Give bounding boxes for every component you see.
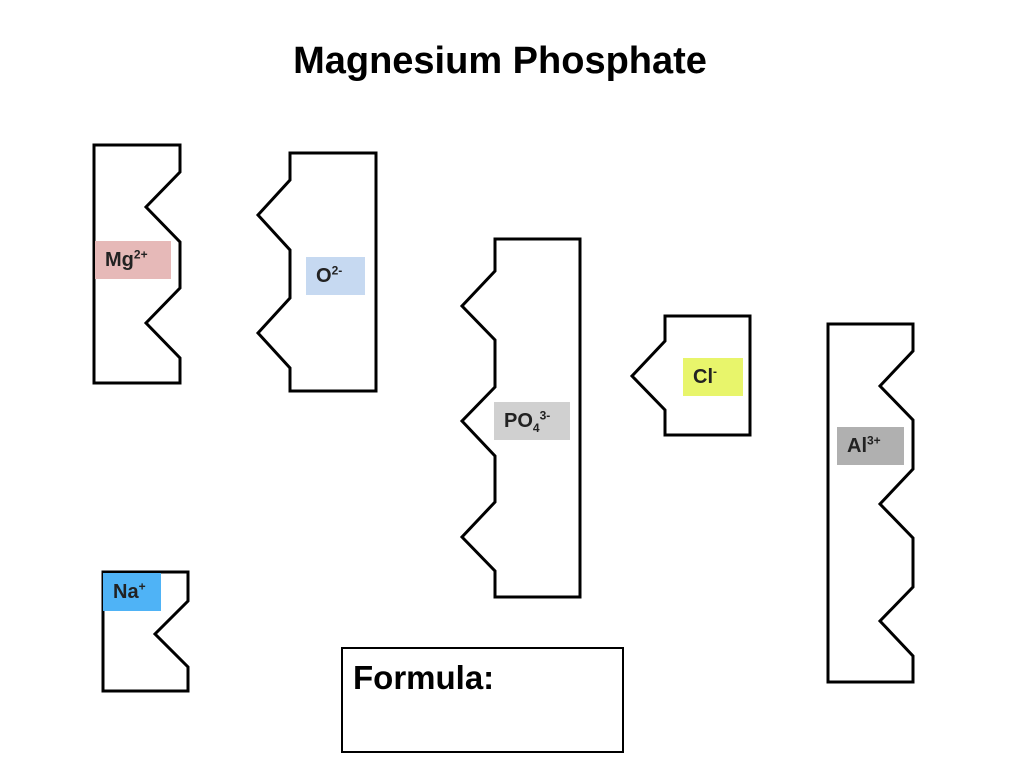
sodium-tile[interactable] — [101, 570, 190, 693]
magnesium-symbol: Mg — [105, 249, 134, 271]
aluminum-charge: 3+ — [867, 433, 881, 448]
sodium-charge: + — [138, 579, 146, 594]
sodium-ion-label: Na+ — [103, 573, 161, 611]
magnesium-charge: 2+ — [133, 247, 148, 262]
chloride-tile[interactable] — [629, 314, 752, 437]
formula-label: Formula: — [353, 659, 495, 696]
phosphate-subscript: 4 — [532, 421, 540, 435]
aluminum-ion-label: Al3+ — [837, 427, 904, 465]
aluminum-tile[interactable] — [826, 322, 915, 684]
formula-answer-box[interactable]: Formula: — [341, 647, 624, 753]
magnesium-tile[interactable] — [92, 143, 182, 385]
chloride-symbol: Cl — [693, 366, 713, 388]
phosphate-charge: 3- — [539, 408, 551, 423]
oxide-ion-label: O2- — [306, 257, 365, 295]
slide-title: Magnesium Phosphate — [293, 40, 707, 82]
oxide-symbol: O — [316, 265, 332, 287]
aluminum-symbol: Al — [847, 435, 867, 457]
magnesium-ion-label: Mg2+ — [95, 241, 171, 279]
oxide-tile[interactable] — [255, 151, 378, 393]
phosphate-ion-label: PO43- — [494, 402, 570, 440]
phosphate-symbol: PO — [504, 410, 533, 432]
chloride-ion-label: Cl- — [683, 358, 743, 396]
oxide-charge: 2- — [331, 263, 343, 278]
chloride-charge: - — [713, 364, 717, 379]
sodium-symbol: Na — [113, 581, 139, 603]
phosphate-tile[interactable] — [459, 237, 582, 599]
